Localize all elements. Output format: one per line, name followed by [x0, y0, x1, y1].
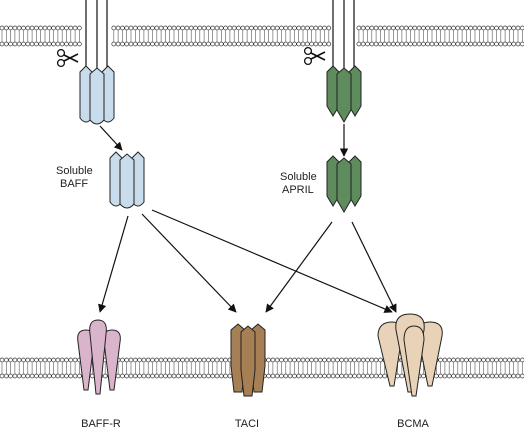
soluble-baff-label-line1: Soluble: [56, 165, 93, 177]
taci-receptor: [230, 323, 266, 397]
arrow-baff-to-baffr: [98, 215, 129, 313]
bcma-label: BCMA: [397, 418, 429, 430]
arrow-baff-to-bcma: [151, 209, 393, 313]
arrow-baff-to-taci: [141, 213, 237, 313]
scissors-icon: [56, 48, 79, 68]
taci-label: TACI: [235, 418, 259, 430]
arrow-baff-release: [99, 125, 123, 151]
top-membrane: [0, 25, 524, 47]
baff-stalks: [85, 0, 108, 70]
bcma-receptor: [377, 313, 443, 397]
baff-r-receptor: [77, 319, 121, 395]
baff-r-label: BAFF-R: [81, 418, 121, 430]
soluble-baff-label-line2: BAFF: [60, 178, 88, 190]
scissors-icon: [303, 46, 326, 66]
arrow-april-to-taci: [265, 221, 333, 313]
soluble-april-label-line1: Soluble: [280, 171, 317, 183]
interaction-arrows: [98, 124, 397, 313]
april-stalks: [332, 0, 355, 70]
april-trimer-soluble: [326, 155, 362, 213]
april-trimer-membrane: [326, 65, 362, 123]
soluble-april-label-line2: APRIL: [282, 184, 314, 196]
baff-trimer-soluble: [109, 151, 145, 209]
baff-trimer-membrane: [79, 65, 115, 125]
arrow-april-to-bcma: [351, 221, 397, 313]
